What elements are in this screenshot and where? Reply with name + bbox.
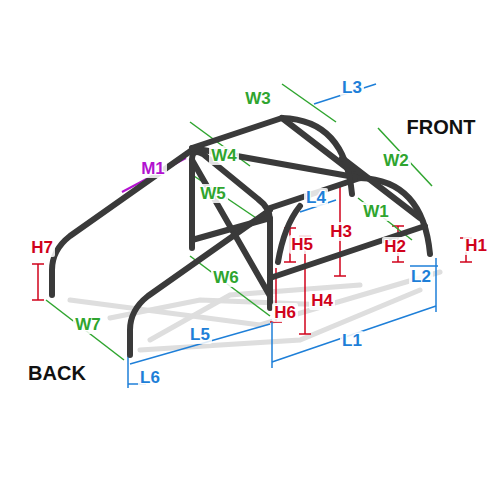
length-dimension: L1 [340,331,364,350]
width-dimension: W1 [361,202,391,221]
width-dimension: W7 [73,315,103,334]
member-dimension: M1 [139,159,167,178]
direction-label: BACK [26,362,88,384]
width-dimension: W6 [211,268,241,287]
width-dimension: W4 [209,146,239,165]
height-dimension: H7 [29,238,55,257]
height-dimension: H1 [463,236,489,255]
height-dimension: H5 [289,235,315,254]
length-dimension: L6 [138,368,162,387]
cage-tubes [52,118,430,355]
height-dimension: H4 [309,291,335,310]
width-dimension: W3 [243,89,273,108]
direction-label: FRONT [405,116,478,138]
length-dimension: L2 [409,267,433,286]
height-dimension: H3 [328,222,354,241]
width-dimension: W5 [198,184,228,203]
height-dimension: H6 [272,303,298,322]
width-dimension: W2 [381,151,411,170]
ground-shadow [70,272,440,350]
length-dimension: L5 [188,325,212,344]
height-dimension: H2 [382,237,408,256]
length-dimension: L3 [340,78,364,97]
length-dimension: L4 [304,188,328,207]
